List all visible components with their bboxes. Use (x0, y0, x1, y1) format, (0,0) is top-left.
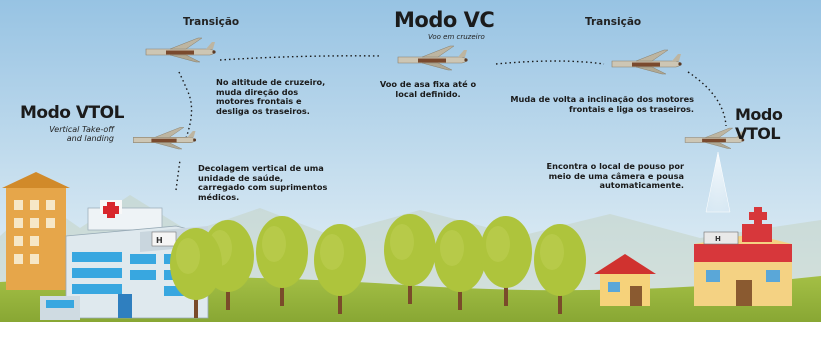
destination-clinic: H (694, 207, 792, 306)
helipad (151, 231, 177, 247)
fixed-wing-description: Voo de asa fixa até o local definido. (379, 79, 477, 99)
vtol-left-title: Modo VTOL (20, 103, 124, 123)
landing-description: Encontra o local de pouso por meio de um… (546, 161, 684, 191)
vc-subtitle: Voo em cruzeiro (428, 33, 485, 41)
svg-text:H: H (715, 235, 721, 243)
camera-beam (705, 151, 731, 213)
flight-path (175, 55, 727, 191)
vtol-right-title: Modo VTOL (735, 105, 783, 143)
left-brick-building (2, 172, 70, 290)
vtol-left-subtitle: Vertical Take-off and landing (49, 125, 114, 144)
vc-title: Modo VC (394, 8, 495, 32)
cruise-altitude-description: No altitude de cruzeiro, muda direção do… (216, 77, 326, 117)
return-tilt-description: Muda de volta a inclinação dos motores f… (510, 94, 694, 114)
takeoff-description: Decolagem vertical de uma unidade de saú… (198, 163, 328, 203)
small-house (594, 254, 656, 306)
transition-right-title: Transição (585, 16, 642, 28)
svg-text:H: H (156, 236, 163, 245)
landing-pad (703, 231, 739, 245)
transition-left-title: Transição (183, 16, 240, 28)
